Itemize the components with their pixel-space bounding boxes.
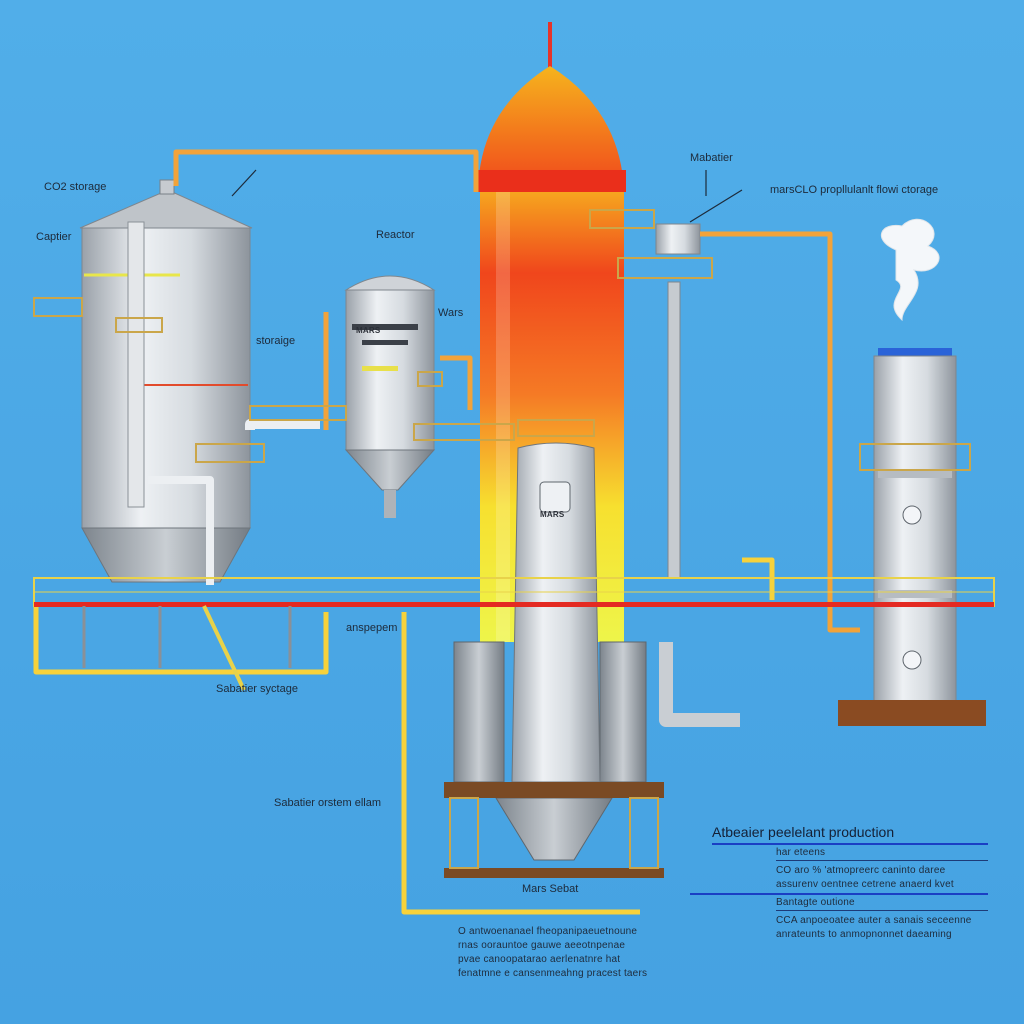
column-badge: MARS <box>540 510 565 519</box>
panel-title: Atbeaier peelelant production <box>712 824 895 840</box>
label-anspepem: anspepem <box>346 622 398 634</box>
reactor-badge: MARS <box>356 326 381 335</box>
propellant-storage-column <box>838 218 986 726</box>
label-storage-small: storaige <box>256 335 296 347</box>
panel-row2a: CCA anpoeoatee auter a sanais seceenne <box>776 915 972 926</box>
leader-lines <box>231 169 743 223</box>
label-co2-storage: CO2 storage <box>44 181 107 193</box>
reactor-tank <box>344 275 436 518</box>
label-mars-sabat: Mars Sebat <box>522 883 579 895</box>
label-mabatier: Mabatier <box>690 152 733 164</box>
upper-catwalks <box>33 297 595 463</box>
label-sabatier-system: Sabatier orstem ellam <box>274 797 381 809</box>
panel-sub2: Bantagte outione <box>776 897 855 908</box>
panel-row1a: CO aro % 'atmopreerc caninto daree <box>776 865 946 876</box>
mabatier-unit <box>589 209 713 579</box>
note-line-4: fenatmne e cansenmeahng pracest taers <box>458 968 648 979</box>
co2-storage-tank <box>79 179 253 583</box>
panel-row1b: assurenv oentnee cetrene anaerd kvet <box>776 879 954 890</box>
panel-mid-rule <box>690 893 988 895</box>
label-reactor: Reactor <box>376 229 415 241</box>
panel-sub2-rule <box>776 910 988 911</box>
panel-row2b: anrateunts to anmopnonnet daeaming <box>776 929 952 940</box>
panel-title-rule <box>712 843 988 845</box>
label-sabatier-syctage: Sabatier syctage <box>216 683 298 695</box>
label-flow-storage: marsCLO propllulanlt flowi ctorage <box>770 184 939 196</box>
process-pipes <box>33 149 860 915</box>
main-walkway <box>33 577 995 691</box>
central-vessel <box>444 442 664 878</box>
note-line-1: O antwoenanael fheopanipaeuetnoune <box>458 926 638 937</box>
panel-sub1-rule <box>776 860 988 861</box>
note-line-3: pvae canoopatarao aerlenatnre hat <box>458 954 621 965</box>
note-line-2: rnas oorauntoe gauwe aeeotnpenae <box>458 940 626 951</box>
panel-sub1: har eteens <box>776 847 826 858</box>
label-wars: Wars <box>438 307 464 319</box>
label-captier: Captier <box>36 231 72 243</box>
